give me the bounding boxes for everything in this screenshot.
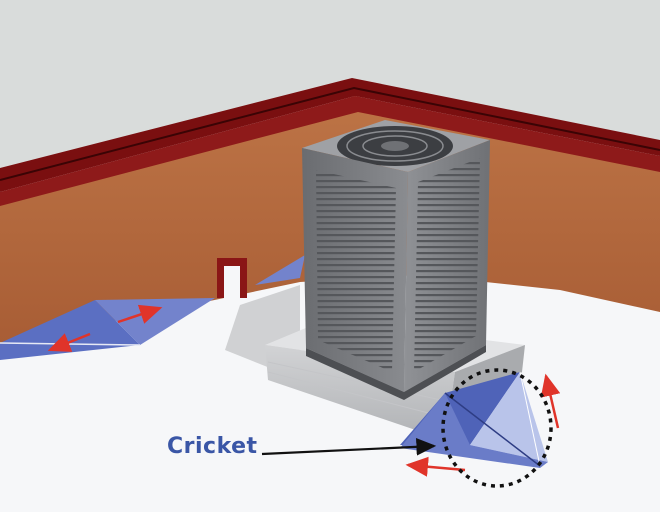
- cricket-label: Cricket: [167, 434, 258, 459]
- ac-condenser-unit: [302, 120, 490, 400]
- flow-arrow: [47, 332, 91, 352]
- main-cricket: [400, 371, 548, 468]
- pointer-arrow: [261, 438, 437, 456]
- flow-arrow: [405, 456, 466, 477]
- flow-arrow: [117, 304, 163, 324]
- flow-arrow: [540, 373, 561, 429]
- callout-circle: [441, 368, 553, 488]
- scupper-icon: [217, 258, 247, 298]
